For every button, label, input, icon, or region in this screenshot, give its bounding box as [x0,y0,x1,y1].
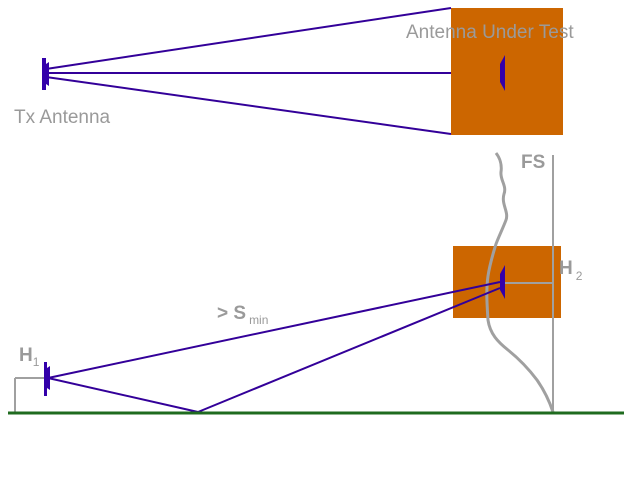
tx-antenna-label: Tx Antenna [14,107,111,128]
tx-ray-bottom [45,76,452,135]
aut-antenna-icon [500,55,505,91]
reflected-ray-outgoing [197,287,501,413]
h1-subscript: 1 [32,355,40,369]
range-rays [47,281,501,413]
aut-enclosure [451,8,563,135]
smin-subscript: min [249,313,269,327]
transmit-antenna-icon [44,362,50,396]
tx-antenna-icon [42,58,49,90]
h2-subscript: 2 [575,269,583,283]
receive-antenna-icon [500,265,505,299]
reflected-ray-incident [47,377,199,413]
tx-ray-top [45,7,452,70]
h2-main: H [559,258,573,279]
tx-rays [45,7,452,135]
fs-label: FS [521,152,546,173]
h1-label: H1 [19,345,40,369]
h1-main: H [19,345,33,366]
aut-label: Antenna Under Test [406,22,574,43]
smin-main: > S [217,303,247,324]
direct-ray [47,281,501,379]
field-strength-curve [485,152,555,413]
